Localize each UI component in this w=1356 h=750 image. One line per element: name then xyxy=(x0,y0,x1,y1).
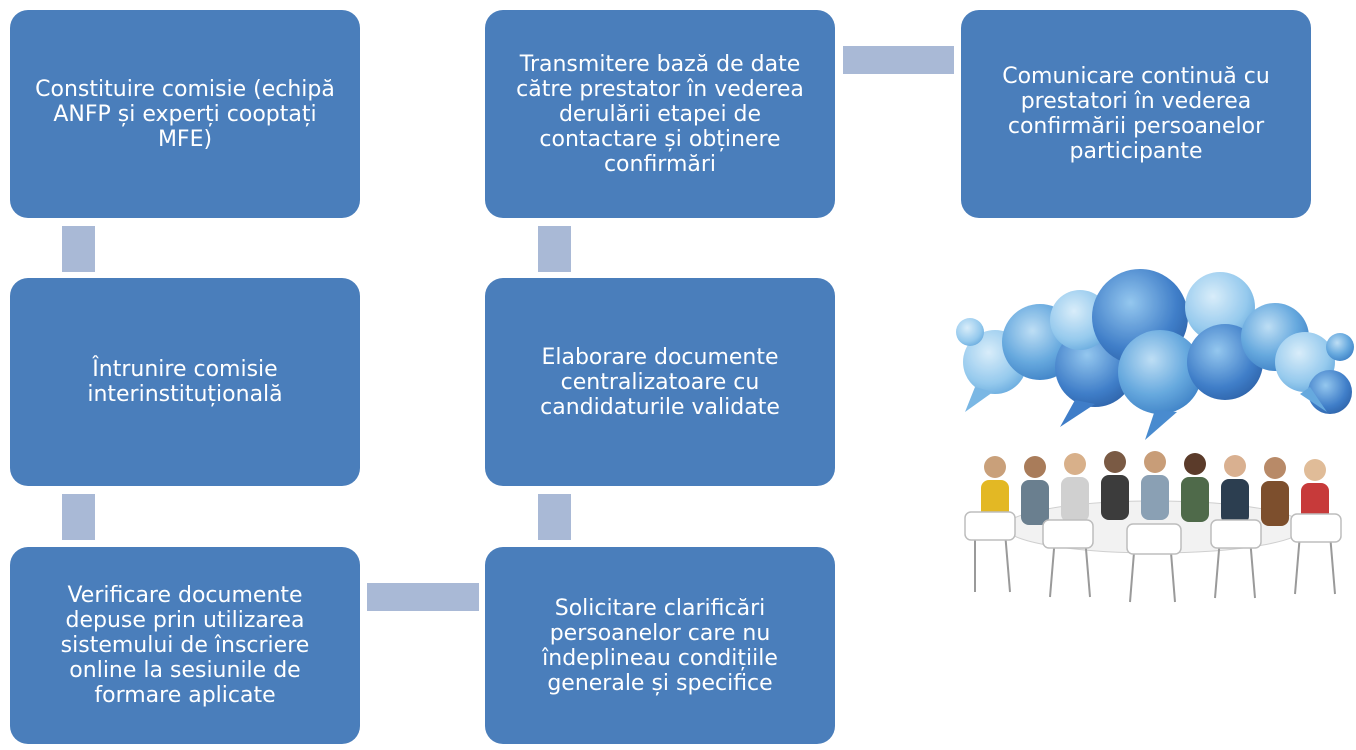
step-transmitere-baza-date: Transmitere bază de date către prestator… xyxy=(485,10,835,218)
step-solicitare-clarificari: Solicitare clarificări persoanelor care … xyxy=(485,547,835,744)
step-constituire-label: Constituire comisie (echipă ANFP și expe… xyxy=(35,76,335,152)
step-elaborare-documente: Elaborare documente centralizatoare cu c… xyxy=(485,278,835,486)
step-intrunire-label: Întrunire comisie interinstituțională xyxy=(87,357,283,407)
step-comunicare-prestatori: Comunicare continuă cu prestatori în ved… xyxy=(961,10,1311,218)
step-transmitere-label: Transmitere bază de date către prestator… xyxy=(516,51,804,177)
speech-bubbles-meeting-icon xyxy=(955,262,1355,612)
connector-vertical xyxy=(62,494,95,540)
step-constituire-comisie: Constituire comisie (echipă ANFP și expe… xyxy=(10,10,360,218)
connector-vertical xyxy=(538,226,571,272)
step-solicitare-label: Solicitare clarificări persoanelor care … xyxy=(542,595,778,696)
step-comunicare-label: Comunicare continuă cu prestatori în ved… xyxy=(1002,64,1270,164)
step-verificare-label: Verificare documente depuse prin utiliza… xyxy=(60,583,310,708)
step-elaborare-label: Elaborare documente centralizatoare cu c… xyxy=(540,344,780,420)
step-intrunire-comisie: Întrunire comisie interinstituțională xyxy=(10,278,360,486)
connector-horizontal xyxy=(843,46,954,74)
connector-vertical xyxy=(62,226,95,272)
connector-vertical xyxy=(538,494,571,540)
connector-horizontal xyxy=(367,583,479,611)
step-verificare-documente: Verificare documente depuse prin utiliza… xyxy=(10,547,360,744)
